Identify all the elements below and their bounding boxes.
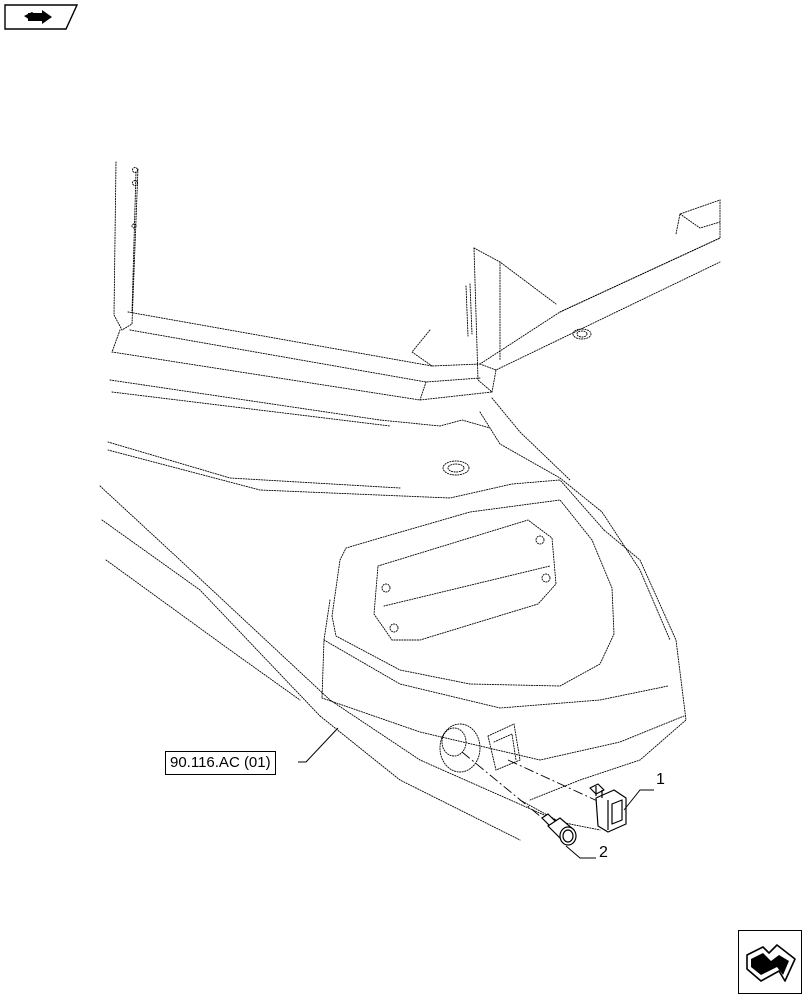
leader-lines (298, 727, 654, 859)
reference-label[interactable]: 90.116.AC (01) (165, 751, 276, 775)
switch-cutout (439, 723, 521, 773)
view-direction-icon (4, 4, 78, 30)
plug-part (541, 813, 577, 846)
next-page-button[interactable] (738, 930, 802, 994)
cab-window-frame (111, 161, 721, 401)
callout-item-2: 2 (599, 844, 608, 861)
lamp-housing (331, 499, 615, 687)
dashboard-sill (107, 379, 671, 641)
explode-lines (461, 751, 605, 827)
roof-rail (411, 199, 721, 393)
rocker-switch-part (589, 783, 627, 833)
next-page-arrow-icon (746, 944, 796, 982)
callout-item-1: 1 (656, 771, 665, 788)
